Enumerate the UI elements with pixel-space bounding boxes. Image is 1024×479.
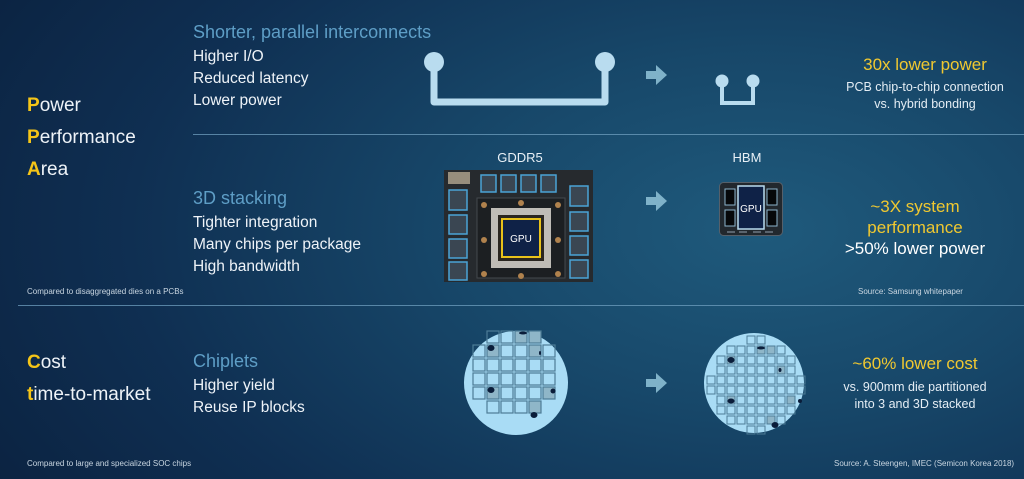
pillar-group-cost: Cost time-to-market: [27, 347, 151, 411]
bullet-item: Reuse IP blocks: [193, 399, 305, 416]
result-chiplets: ~60% lower cost vs. 900mm die partitione…: [830, 354, 1000, 413]
result-highlight: ~3X system: [870, 197, 960, 216]
result-subtext: PCB chip-to-chip connection: [846, 80, 1004, 94]
pillar-performance: Performance: [27, 127, 136, 148]
section-chiplets: Chiplets Higher yield Reuse IP blocks: [193, 351, 305, 419]
result-stacking: ~3X system performance >50% lower power: [830, 196, 1000, 259]
pillar-time-to-market: time-to-market: [27, 384, 151, 405]
arrow-right-icon: [646, 65, 667, 85]
arrow-right-icon: [646, 373, 667, 393]
section-interconnects: Shorter, parallel interconnects Higher I…: [193, 22, 431, 112]
result-secondary: >50% lower power: [844, 239, 986, 258]
section-title: Chiplets: [193, 351, 259, 371]
result-subtext: into 3 and 3D stacked: [854, 397, 976, 411]
divider-interconnects-stacking: [193, 134, 1024, 135]
result-highlight: ~60% lower cost: [852, 354, 978, 373]
bullet-item: Higher I/O: [193, 48, 264, 65]
pillar-power: Power: [27, 95, 81, 116]
result-subtext: vs. 900mm die partitioned: [843, 380, 987, 394]
result-interconnects: 30x lower power PCB chip-to-chip connect…: [830, 55, 1020, 113]
bullet-item: Lower power: [193, 92, 282, 109]
arrow-right-icon: [646, 191, 667, 211]
result-subtext: vs. hybrid bonding: [874, 97, 976, 111]
bullet-item: Tighter integration: [193, 214, 318, 231]
gpu-label: GPU: [510, 234, 532, 245]
stacking-footnote: Compared to disaggregated dies on a PCBs: [27, 287, 184, 296]
bullet-item: Higher yield: [193, 377, 275, 394]
gddr5-label: GDDR5: [497, 150, 543, 165]
divider-ppa-cost: [18, 305, 1024, 306]
result-highlight: performance: [867, 218, 963, 237]
section-title: 3D stacking: [193, 188, 288, 208]
bullet-item: Many chips per package: [193, 236, 362, 253]
long-interconnect-icon: [424, 52, 615, 106]
hbm-label: HBM: [732, 150, 762, 165]
pillar-cost: Cost: [27, 352, 67, 373]
wafer-chiplets-image: [704, 333, 806, 435]
bullet-item: High bandwidth: [193, 258, 300, 275]
gpu-label: GPU: [740, 204, 762, 215]
bullet-item: Reduced latency: [193, 70, 309, 87]
gddr5-board-image: GPU: [444, 170, 593, 282]
result-highlight: 30x lower power: [863, 55, 987, 74]
wafer-large-dies-image: [464, 330, 568, 435]
stacking-source: Source: Samsung whitepaper: [858, 287, 963, 296]
chiplets-source: Source: A. Steengen, IMEC (Semicon Korea…: [834, 459, 1015, 468]
section-title: Shorter, parallel interconnects: [193, 22, 432, 42]
chiplets-footnote: Compared to large and specialized SOC ch…: [27, 459, 192, 468]
short-interconnect-icon: [715, 74, 760, 105]
pillar-area: Area: [27, 159, 69, 180]
pillar-group-ppa: Power Performance Area: [27, 90, 136, 186]
hbm-package-image: GPU: [719, 182, 783, 236]
section-stacking: 3D stacking Tighter integration Many chi…: [193, 188, 361, 278]
